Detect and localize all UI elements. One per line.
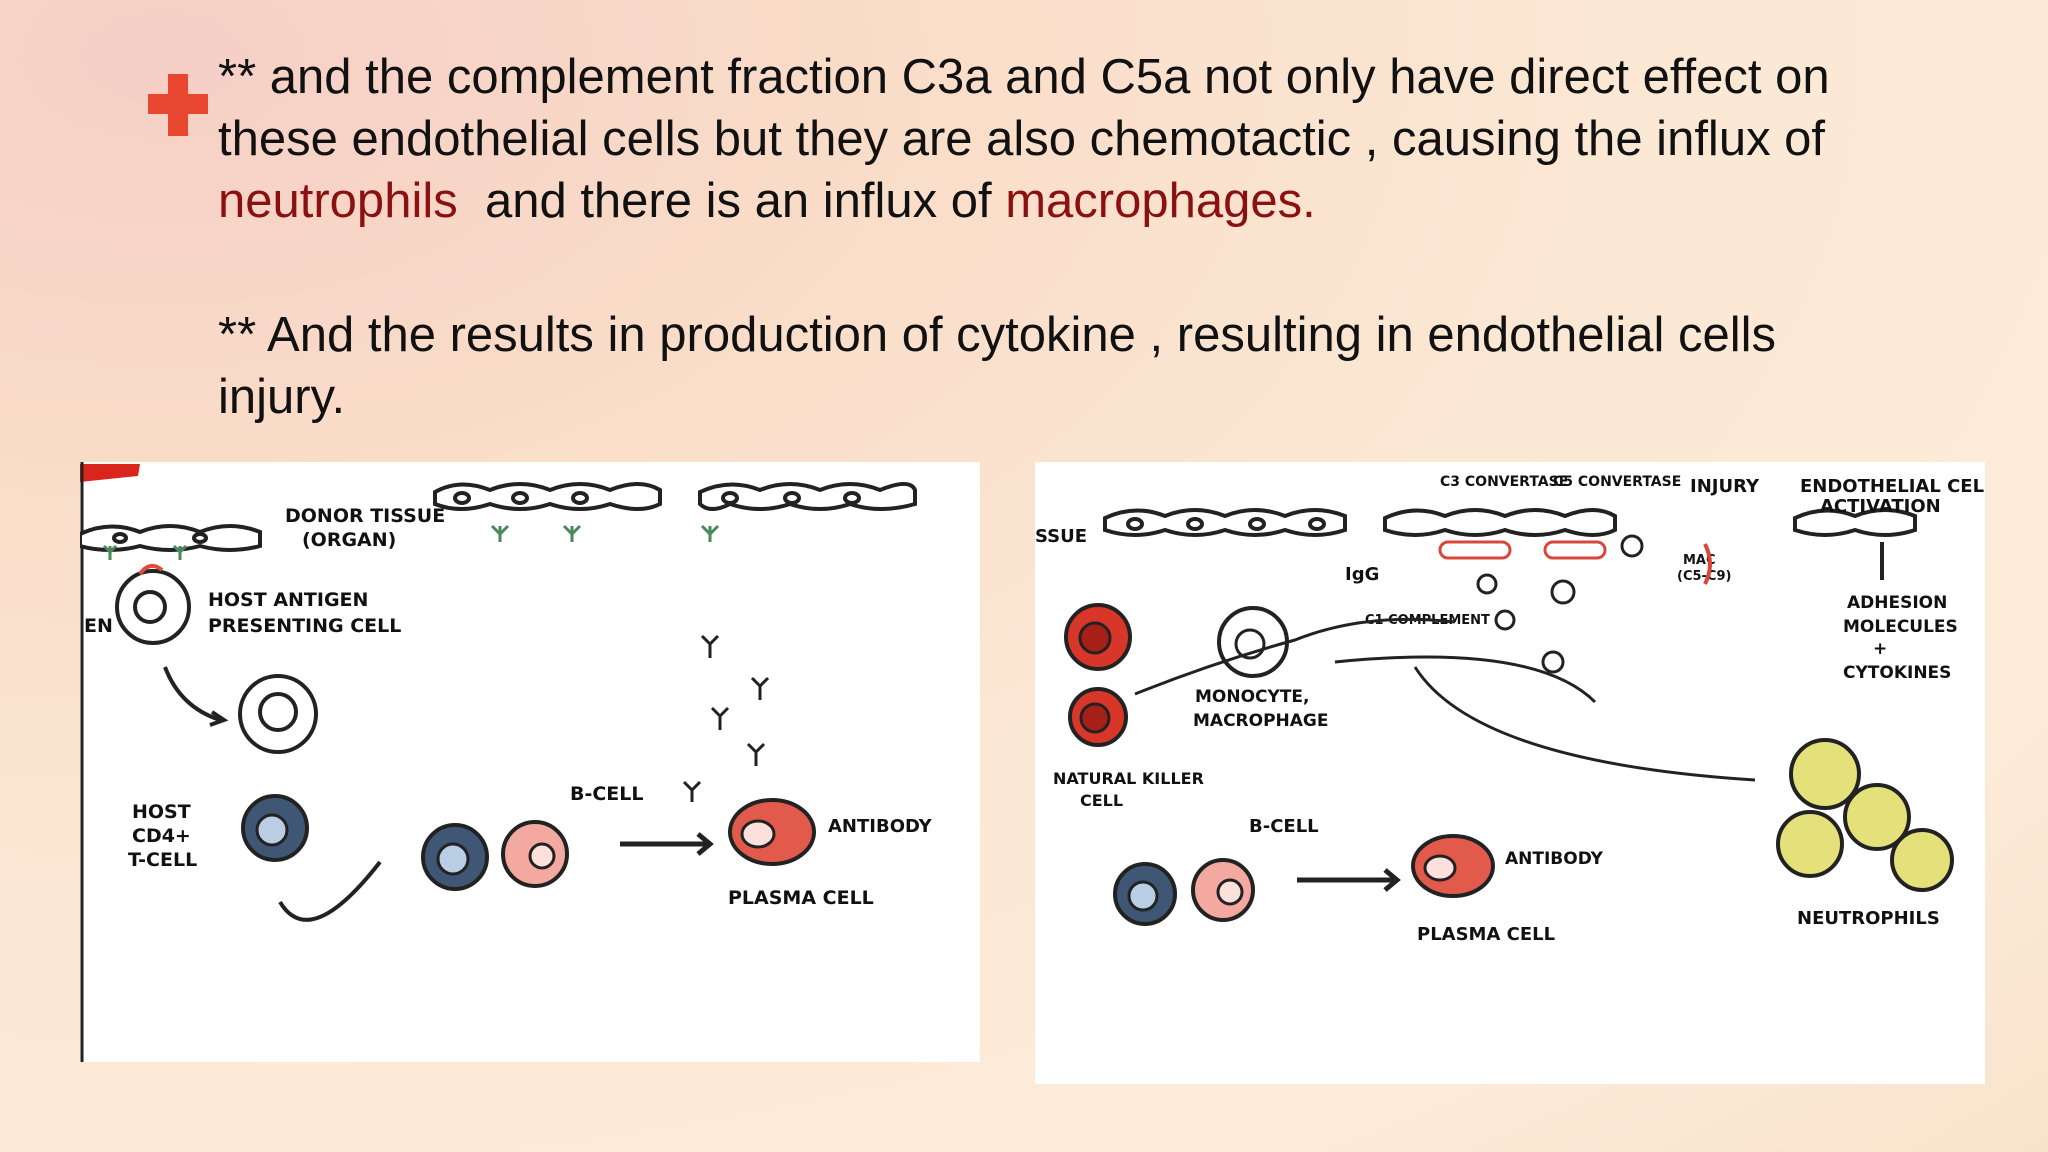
left-diagram-panel: DONOR TISSUE (ORGAN) HOST ANTIGEN PRESEN… (80, 462, 980, 1062)
pathway-lines (1134, 617, 1756, 782)
right-diagram: SSUE C3 CONVERTASE C5 CONVERTASE INJURY … (1035, 474, 1985, 945)
cd4-t-cell-icon (241, 794, 309, 862)
complement-icons (1438, 534, 1644, 674)
text-line: these endothelial cells but they are als… (218, 112, 1826, 166)
host-label-line2: CD4+ (132, 825, 191, 847)
nk-label-line2: CELL (1080, 791, 1123, 810)
endothelial-cell-label: ENDOTHELIAL CELL (1800, 476, 1985, 497)
b-cell-label: B-CELL (1249, 816, 1319, 837)
en-label: EN (84, 615, 113, 637)
host-label-line3: T-CELL (128, 849, 197, 871)
b-cell-label: B-CELL (570, 783, 644, 805)
antibody-label: ANTIBODY (828, 816, 933, 837)
antigen-presenting-cell-icon (115, 563, 191, 645)
igg-label: IgG (1345, 564, 1379, 585)
apc-label-line1: HOST ANTIGEN (208, 589, 368, 611)
paragraph-cytokine: ** And the results in production of cyto… (218, 304, 2018, 428)
right-diagram-panel: SSUE C3 CONVERTASE C5 CONVERTASE INJURY … (1035, 462, 1985, 1084)
arrow-icon (278, 860, 382, 922)
injury-label: INJURY (1690, 476, 1760, 497)
antibody-icons (682, 634, 770, 802)
c5-convertase-label: C5 CONVERTASE (1553, 474, 1681, 490)
red-corner-mark (80, 464, 140, 482)
b-cell-icon (501, 820, 569, 888)
naive-cell-icon (238, 674, 318, 754)
arrowhead-icon (1383, 868, 1401, 892)
natural-killer-cell-icon (1064, 603, 1132, 747)
left-diagram: DONOR TISSUE (ORGAN) HOST ANTIGEN PRESEN… (80, 462, 933, 1062)
c3-convertase-label: C3 CONVERTASE (1440, 474, 1568, 490)
donor-tissue-label: DONOR TISSUE (285, 505, 445, 527)
plasma-cell-icon (728, 798, 816, 866)
monocyte-icon (1217, 606, 1289, 678)
organ-label: (ORGAN) (302, 529, 396, 551)
nk-label-line1: NATURAL KILLER (1053, 769, 1204, 788)
cytokines-label: CYTOKINES (1843, 663, 1951, 683)
arrowhead-icon (209, 710, 229, 727)
text-line: neutrophils and there is an influx of ma… (218, 170, 2018, 232)
text-line: ** and the complement fraction C3a and C… (218, 50, 1830, 104)
bullet-cross-icon (148, 74, 208, 136)
monocyte-label-line2: MACROPHAGE (1193, 711, 1329, 731)
arrowhead-icon (696, 832, 714, 856)
t-cell-icon (421, 823, 489, 891)
plasma-cell-label: PLASMA CELL (1417, 924, 1555, 945)
macrophages-term: macrophages. (1005, 174, 1316, 228)
plasma-cell-label: PLASMA CELL (728, 887, 874, 909)
apc-label-line2: PRESENTING CELL (208, 615, 401, 637)
b-cell-icon (1191, 858, 1255, 922)
plus-label: + (1873, 639, 1887, 659)
endothelial-layer-icon (80, 524, 262, 552)
mac-icon (1703, 543, 1712, 585)
neutrophils-term: neutrophils (218, 174, 458, 228)
plasma-cell-icon (1411, 834, 1495, 898)
tissue-label: SSUE (1035, 526, 1087, 547)
host-label-line1: HOST (132, 801, 191, 823)
adhesion-label-line2: MOLECULES (1843, 617, 1958, 637)
t-cell-icon (1113, 862, 1177, 926)
receptor-icons (102, 524, 720, 560)
mac-sub-label: (C5-C9) (1677, 569, 1731, 584)
antibody-label: ANTIBODY (1505, 849, 1604, 869)
endothelial-layer-icon (1103, 508, 1917, 537)
donor-tissue-icon (433, 482, 917, 511)
text-fragment: and there is an influx of (457, 174, 1006, 228)
activation-label: ACTIVATION (1820, 496, 1941, 517)
neutrophils-icon (1776, 738, 1954, 892)
text-line: injury. (218, 370, 346, 424)
arrow-icon (163, 666, 221, 722)
text-line: ** And the results in production of cyto… (218, 308, 1777, 362)
adhesion-label-line1: ADHESION (1847, 593, 1947, 613)
neutrophils-label: NEUTROPHILS (1797, 908, 1940, 929)
monocyte-label-line1: MONOCYTE, (1195, 687, 1310, 707)
paragraph-complement: ** and the complement fraction C3a and C… (218, 46, 2018, 232)
